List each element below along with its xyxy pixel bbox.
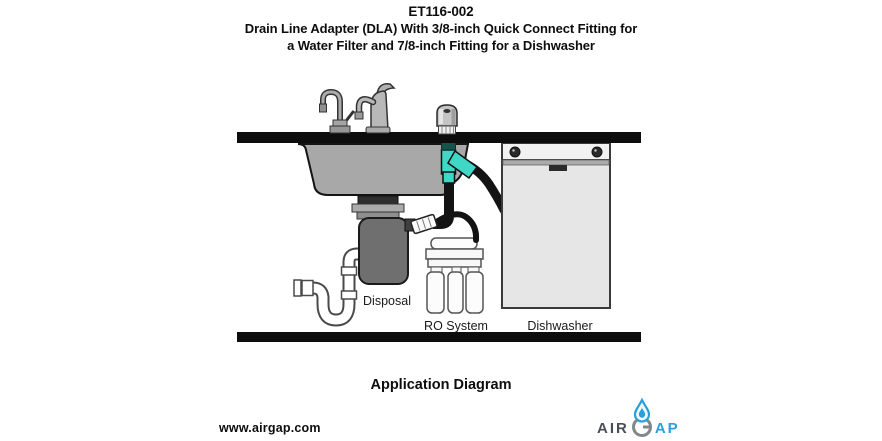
ro-system-unit [425, 237, 484, 314]
floor-line [237, 332, 641, 342]
p-trap-pipes [293, 247, 364, 327]
application-diagram-caption: Application Diagram [370, 377, 512, 393]
ro-drain-tube [435, 211, 480, 243]
logo-text-air: AIR [597, 420, 629, 437]
title-line-1: Drain Line Adapter (DLA) With 3/8-inch Q… [244, 21, 638, 37]
drain-line-adapter-fitting [440, 141, 479, 184]
header-title-block: ET116-002 Drain Line Adapter (DLA) With … [0, 3, 882, 55]
logo-text-gap-suffix: AP [654, 420, 680, 437]
kitchen-faucet [354, 82, 396, 134]
dishwasher-knob-left [509, 146, 521, 158]
dishwasher-handle [549, 165, 567, 171]
logo-droplet-g-icon [631, 397, 652, 437]
air-gap-device [436, 104, 458, 135]
airgap-logo: AIR AP [597, 397, 687, 439]
countertop [237, 132, 641, 143]
label-disposal: Disposal [363, 294, 411, 308]
label-ro-system: RO System [424, 319, 488, 333]
disposal-unit [358, 217, 416, 285]
model-number: ET116-002 [408, 4, 474, 19]
dishwasher-knob-right [591, 146, 603, 158]
dishwasher-unit [501, 142, 611, 309]
label-dishwasher: Dishwasher [527, 319, 592, 333]
quick-connect-fitting [410, 213, 438, 235]
dla-under-counter-stub [441, 141, 456, 151]
sink-drain-flange [351, 195, 405, 220]
website-url: www.airgap.com [219, 421, 321, 435]
ro-faucet [319, 88, 355, 134]
title-line-2: a Water Filter and 7/8-inch Fitting for … [287, 38, 595, 54]
sink-basin [297, 143, 470, 196]
